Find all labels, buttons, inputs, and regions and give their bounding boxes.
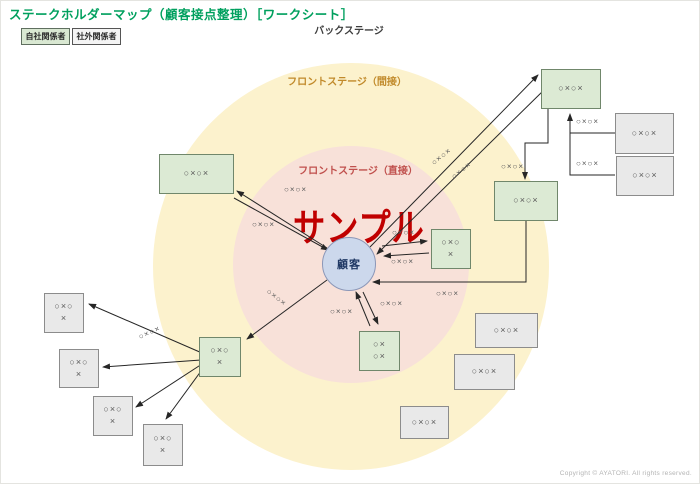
stakeholder-box-internal[interactable]: ○×○× — [431, 229, 471, 269]
box-text: ○×○× — [631, 127, 658, 138]
box-text: ○× — [373, 351, 386, 361]
zone-label-front-indirect: フロントステージ（間接） — [287, 77, 407, 88]
box-text: ○× — [373, 339, 386, 350]
stakeholder-box-external[interactable]: ○×○× — [615, 113, 674, 154]
box-text: × — [109, 416, 117, 426]
box-text: ○×○× — [471, 366, 498, 377]
stakeholder-box-internal[interactable]: ○×○× — [494, 181, 558, 221]
connector-label: ○×○× — [137, 323, 162, 342]
stakeholder-box-internal[interactable]: ○×○× — [359, 331, 400, 371]
stakeholder-box-internal[interactable]: ○×○× — [541, 69, 601, 109]
stakeholder-box-external[interactable]: ○×○× — [475, 313, 538, 348]
box-text: × — [159, 445, 167, 455]
stakeholder-box-external[interactable]: ○×○× — [616, 156, 674, 196]
customer-label: 顧客 — [337, 259, 361, 271]
stakeholder-box-external[interactable]: ○×○× — [143, 424, 183, 466]
box-text: ○×○× — [183, 168, 210, 179]
box-text: ○×○ — [153, 433, 173, 444]
stakeholder-box-external[interactable]: ○×○× — [93, 396, 133, 436]
connector-label: ○×○× — [380, 299, 404, 308]
page-title: ステークホルダーマップ（顧客接点整理）［ワークシート］ — [9, 8, 354, 22]
box-text: × — [216, 357, 224, 367]
stakeholder-box-external[interactable]: ○×○× — [400, 406, 449, 439]
connector-label: ○×○× — [330, 307, 354, 316]
copyright-text: Copyright © AYATORI. All rights reserved… — [559, 470, 692, 477]
stakeholder-box-external[interactable]: ○×○× — [44, 293, 84, 333]
box-text: ○×○ — [103, 404, 123, 415]
box-text: ○×○ — [210, 345, 230, 356]
connector-label: ○×○× — [501, 162, 525, 171]
zone-label-backstage: バックステージ — [314, 26, 384, 37]
connector-label: ○×○× — [576, 117, 600, 126]
box-text: × — [447, 249, 455, 259]
connector-label: ○×○× — [252, 220, 276, 229]
connector-label: ○×○× — [576, 159, 600, 168]
connector-label: ○×○× — [391, 257, 415, 266]
box-text: × — [60, 313, 68, 323]
legend-external-button[interactable]: 社外関係者 — [72, 28, 121, 45]
box-text: ○×○× — [558, 83, 584, 94]
box-text: ○×○× — [411, 416, 438, 427]
legend-internal-button[interactable]: 自社関係者 — [21, 28, 70, 45]
box-text: ○×○ — [441, 237, 461, 248]
box-text: ○×○× — [513, 195, 539, 206]
stakeholder-box-internal[interactable]: ○×○× — [159, 154, 234, 194]
box-text: ○×○ — [54, 301, 74, 312]
box-text: ○×○× — [493, 324, 520, 335]
box-text: × — [75, 368, 83, 379]
connector-label: ○×○× — [284, 185, 308, 194]
customer-node[interactable]: 顧客 — [322, 237, 376, 291]
stakeholder-box-internal[interactable]: ○×○× — [199, 337, 241, 377]
box-text: ○×○× — [632, 170, 658, 181]
stakeholder-box-external[interactable]: ○×○× — [59, 349, 99, 388]
connector-label: ○×○× — [436, 289, 460, 298]
zone-label-front-direct: フロントステージ（直接） — [298, 166, 418, 177]
connector-label: ○×○× — [392, 228, 416, 237]
box-text: ○×○ — [69, 356, 89, 367]
stakeholder-box-external[interactable]: ○×○× — [454, 354, 515, 390]
